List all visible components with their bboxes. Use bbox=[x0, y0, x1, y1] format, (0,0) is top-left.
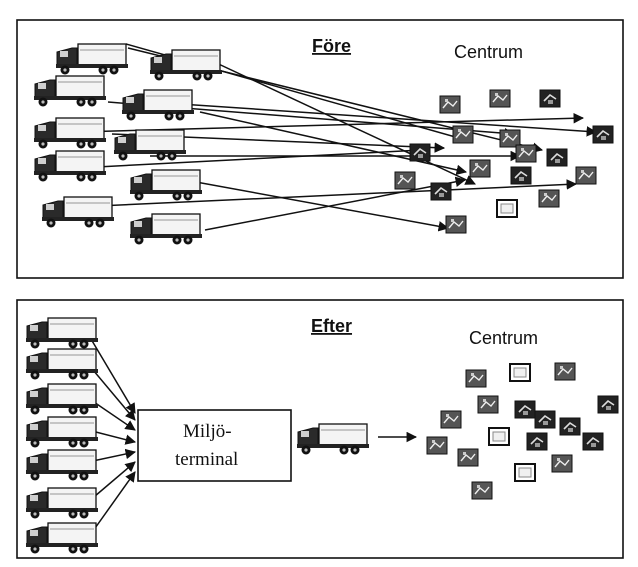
bottom-delivery-points bbox=[426, 362, 619, 500]
building-icon bbox=[457, 448, 479, 467]
route-arrow bbox=[87, 363, 136, 421]
terminal-label-line1: Miljö- bbox=[183, 421, 232, 442]
building-icon bbox=[471, 481, 493, 500]
building-icon bbox=[551, 454, 573, 473]
environment-terminal-box bbox=[137, 409, 292, 482]
truck-icon bbox=[55, 43, 129, 76]
building-icon bbox=[526, 432, 548, 451]
truck-icon bbox=[129, 169, 203, 202]
building-icon bbox=[469, 159, 491, 178]
building-icon bbox=[426, 436, 448, 455]
route-arrow bbox=[204, 176, 467, 231]
truck-icon bbox=[33, 75, 107, 108]
building-icon bbox=[514, 400, 536, 419]
bottom-panel-heading: Efter bbox=[311, 316, 352, 336]
building-icon bbox=[409, 143, 431, 162]
building-icon bbox=[554, 362, 576, 381]
building-icon bbox=[452, 125, 474, 144]
truck-icon bbox=[25, 449, 99, 482]
building-icon bbox=[509, 363, 531, 382]
top-delivery-points bbox=[394, 89, 614, 234]
building-icon bbox=[575, 166, 597, 185]
building-icon bbox=[394, 171, 416, 190]
top-destination-label: Centrum bbox=[454, 42, 523, 62]
terminal-label-line2: terminal bbox=[175, 449, 238, 470]
building-icon bbox=[496, 199, 518, 218]
truck-icon bbox=[25, 348, 99, 381]
building-icon bbox=[488, 427, 510, 446]
building-icon bbox=[440, 410, 462, 429]
truck-icon bbox=[25, 317, 99, 350]
top-panel-frame bbox=[16, 19, 624, 279]
building-icon bbox=[538, 189, 560, 208]
building-icon bbox=[597, 395, 619, 414]
route-arrow bbox=[97, 179, 578, 207]
bottom-destination-label: Centrum bbox=[469, 328, 538, 348]
building-icon bbox=[559, 417, 581, 436]
building-icon bbox=[445, 215, 467, 234]
truck-icon bbox=[25, 522, 99, 555]
building-icon bbox=[592, 125, 614, 144]
building-icon bbox=[499, 129, 521, 148]
truck-icon bbox=[41, 196, 115, 229]
truck-icon bbox=[25, 416, 99, 449]
truck-icon bbox=[25, 487, 99, 520]
truck-icon bbox=[33, 150, 107, 183]
building-icon bbox=[477, 395, 499, 414]
building-icon bbox=[514, 463, 536, 482]
top-trucks bbox=[33, 43, 223, 246]
consolidated-truck-icon bbox=[296, 423, 370, 456]
top-panel-heading: Före bbox=[312, 36, 351, 56]
route-arrow bbox=[87, 333, 136, 414]
building-icon bbox=[489, 89, 511, 108]
truck-icon bbox=[25, 383, 99, 416]
building-icon bbox=[439, 95, 461, 114]
building-icon bbox=[582, 432, 604, 451]
truck-icon bbox=[33, 117, 107, 150]
building-icon bbox=[515, 144, 537, 163]
building-icon bbox=[510, 166, 532, 185]
building-icon bbox=[539, 89, 561, 108]
building-icon bbox=[430, 182, 452, 201]
building-icon bbox=[465, 369, 487, 388]
bottom-panel-frame bbox=[16, 299, 624, 559]
truck-icon bbox=[129, 213, 203, 246]
route-arrow bbox=[199, 111, 468, 176]
truck-icon bbox=[121, 89, 195, 122]
route-arrow bbox=[179, 103, 598, 137]
bottom-trucks bbox=[25, 317, 99, 555]
route-arrow bbox=[77, 145, 424, 169]
building-icon bbox=[534, 410, 556, 429]
building-icon bbox=[546, 148, 568, 167]
route-arrow bbox=[195, 181, 450, 232]
